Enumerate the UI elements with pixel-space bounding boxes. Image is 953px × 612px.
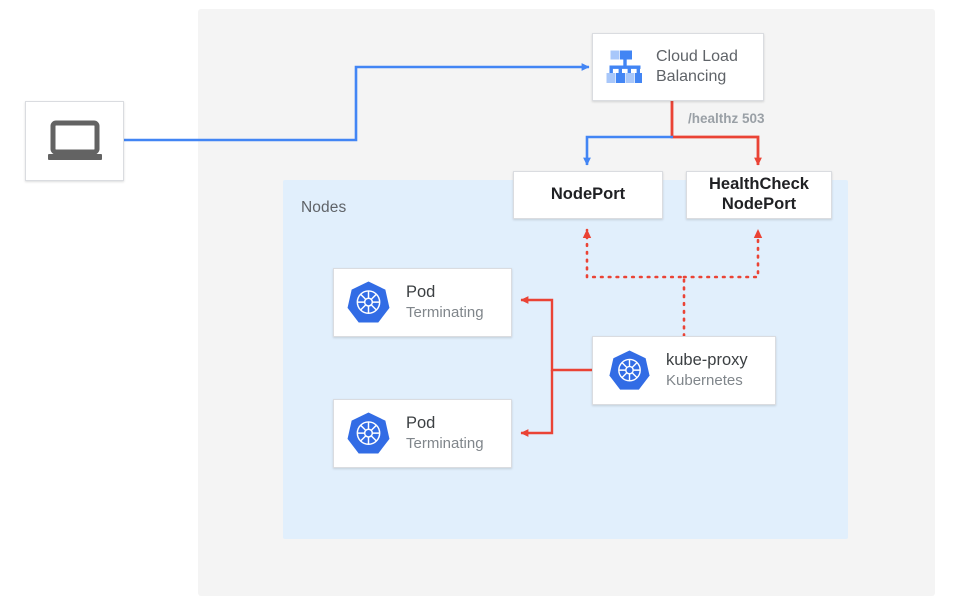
healthz-edge-label: /healthz 503 — [688, 111, 765, 126]
healthcheck-nodeport-label-line1: HealthCheck — [709, 175, 809, 194]
pod-label: Pod — [406, 414, 436, 433]
healthcheck-nodeport-label-line2: NodePort — [721, 195, 797, 213]
cloud-load-balancing-icon — [604, 49, 644, 85]
kube-proxy-sublabel: Kubernetes — [666, 372, 743, 390]
pod-node-1[interactable]: Pod Terminating — [333, 268, 512, 337]
pod-status: Terminating — [406, 304, 484, 322]
cloud-load-balancing-label: Cloud Load Balancing — [656, 47, 738, 85]
healthcheck-nodeport-node[interactable]: HealthCheck NodePort — [686, 171, 832, 219]
nodeport-label: NodePort — [550, 185, 626, 204]
cloud-load-balancing-node[interactable]: Cloud Load Balancing — [592, 33, 764, 101]
pod-label: Pod — [406, 283, 436, 302]
kubernetes-icon — [345, 410, 392, 457]
kubernetes-icon — [345, 279, 392, 326]
kubernetes-icon — [607, 348, 652, 393]
pod-node-2[interactable]: Pod Terminating — [333, 399, 512, 468]
client-node[interactable] — [25, 101, 124, 181]
kube-proxy-label: kube-proxy — [666, 351, 748, 370]
nodes-panel-label: Nodes — [301, 199, 347, 216]
nodeport-node[interactable]: NodePort — [513, 171, 663, 219]
laptop-icon — [47, 120, 103, 162]
kube-proxy-node[interactable]: kube-proxy Kubernetes — [592, 336, 776, 405]
pod-status: Terminating — [406, 435, 484, 453]
